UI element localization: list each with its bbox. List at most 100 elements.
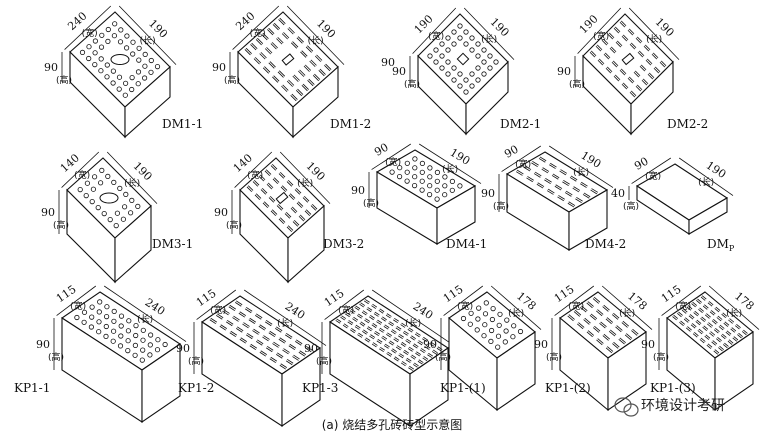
brick-holes (74, 299, 168, 363)
round-hole (460, 315, 467, 322)
slot-hole-inner (646, 59, 652, 65)
slot-hole-inner (291, 207, 297, 213)
slot-hole-inner (417, 340, 423, 345)
round-hole (118, 27, 124, 33)
round-hole (105, 173, 111, 179)
dimension-line (661, 285, 702, 316)
round-hole (457, 183, 463, 189)
brick-kp1-1: 115(宽)240(长)90(高)KP1-1 (14, 283, 187, 424)
slot-hole-inner (606, 346, 613, 353)
slot-hole-inner (610, 47, 616, 53)
slot-hole-inner (259, 175, 265, 181)
slot-hole-inner (364, 299, 370, 304)
round-hole (419, 160, 425, 166)
round-hole (126, 318, 132, 324)
round-hole (83, 193, 89, 199)
slot-hole-inner (285, 212, 291, 219)
round-hole (118, 323, 124, 329)
round-hole (125, 328, 131, 334)
slot-hole-inner (516, 170, 524, 176)
dimension-label-width: (宽) (645, 170, 661, 182)
brick-dm3-1: 140(宽)190(长)90(高)DM3-1 (41, 151, 193, 284)
slot-hole-inner (612, 61, 618, 67)
round-hole (463, 41, 469, 47)
round-hole (490, 305, 496, 312)
slot-hole-inner (311, 204, 317, 211)
slot-hole-inner (549, 163, 557, 169)
round-hole (104, 304, 110, 310)
dimension-label-width: (宽) (593, 30, 609, 42)
round-hole (463, 77, 469, 83)
round-hole (488, 338, 494, 344)
slot-hole-inner (691, 323, 697, 328)
slot-hole-inner (302, 84, 309, 91)
slot-hole-inner (265, 169, 271, 176)
watermark: 环境设计考研 (614, 397, 725, 417)
round-hole (451, 77, 457, 83)
brick-holes (246, 163, 318, 233)
round-hole (148, 332, 154, 338)
slot-hole-inner (266, 346, 273, 352)
slot-hole-inner (272, 342, 280, 348)
slot-hole-inner (347, 320, 353, 325)
slot-hole-inner (393, 337, 399, 342)
slot-hole-inner (291, 41, 298, 49)
slot-hole-inner (391, 349, 397, 353)
slot-hole-inner (580, 182, 588, 188)
brick-right-face (688, 197, 728, 235)
slot-hole-inner (714, 307, 720, 312)
grip-hole (621, 52, 635, 66)
round-hole (463, 89, 469, 95)
round-hole (81, 319, 87, 325)
slot-hole-inner (547, 189, 555, 195)
dimension-label-width: (宽) (385, 156, 401, 168)
slot-hole-inner (340, 315, 346, 320)
slot-hole-inner (374, 331, 380, 336)
dimension-label-width: (宽) (457, 300, 473, 312)
dimension-line (243, 289, 327, 346)
slot-hole-inner (377, 339, 382, 344)
slot-hole-inner (280, 364, 287, 369)
round-hole (433, 59, 439, 65)
round-hole (489, 316, 495, 323)
round-hole (142, 51, 148, 58)
slot-hole-inner (559, 169, 567, 175)
dimension-label-width: (宽) (70, 300, 86, 312)
dimension-width: 190(长) (279, 151, 331, 204)
dimension-line (103, 285, 187, 342)
slot-hole-inner (636, 85, 642, 91)
dimension-label-height: (高) (653, 351, 669, 363)
brick-label: DM2-1 (500, 117, 541, 131)
dimension-value: 40 (611, 187, 625, 200)
slot-hole-inner (732, 336, 738, 341)
slot-hole-inner (587, 330, 594, 337)
slot-hole-inner (612, 313, 619, 320)
round-hole (404, 160, 410, 166)
dimension-label-height: (高) (363, 197, 379, 209)
brick-right-face (141, 342, 181, 424)
slot-hole-inner (277, 204, 283, 211)
slot-hole-inner (568, 202, 575, 207)
round-hole (117, 185, 123, 191)
wechat-icon (614, 397, 639, 417)
slot-hole-inner (282, 32, 289, 39)
dimension-label-height: (高) (56, 74, 72, 86)
dimension-height: 90(高) (423, 318, 451, 370)
slot-hole-inner (372, 323, 377, 328)
dimension-label-height: (高) (569, 78, 585, 90)
round-hole (147, 352, 153, 358)
slot-hole-inner (628, 77, 634, 83)
slot-hole-inner (432, 350, 438, 355)
round-hole (426, 192, 433, 198)
round-hole (88, 324, 95, 330)
brick-right-face (496, 330, 536, 412)
slot-hole-inner (271, 42, 278, 49)
slot-hole-inner (216, 314, 223, 319)
slot-hole-inner (602, 39, 608, 45)
slot-hole-inner (239, 312, 246, 317)
slot-hole-inner (300, 50, 307, 58)
brick-right-face (114, 204, 152, 284)
round-hole (135, 81, 141, 87)
round-hole (123, 80, 129, 86)
slot-hole-inner (281, 85, 288, 92)
